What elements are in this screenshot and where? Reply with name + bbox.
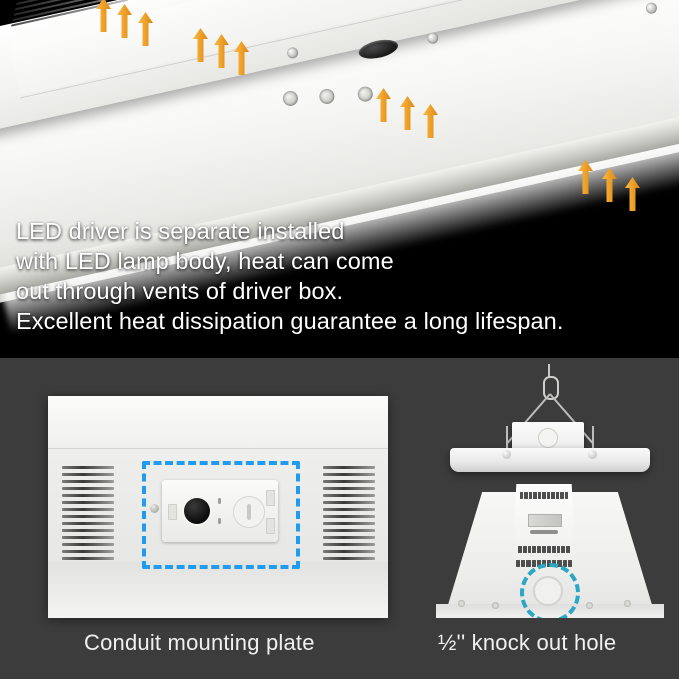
- housing-screw-1: [286, 46, 300, 60]
- heat-arrow-6: [234, 41, 249, 75]
- fixture-side-view: [450, 448, 650, 472]
- driver-barcode: [530, 530, 558, 534]
- plate-keyhole-slot: [233, 496, 265, 528]
- carabiner-hook-icon: [543, 376, 559, 400]
- cable-anchor-right: [588, 450, 597, 459]
- conduit-plate-photo: [48, 396, 388, 618]
- plate-surface-lower: [48, 561, 388, 618]
- description-text: LED driver is separate installed with LE…: [16, 216, 576, 336]
- heat-arrow-7: [376, 88, 391, 122]
- heat-arrow-11: [602, 168, 617, 202]
- plate-vent-dot-2: [218, 518, 221, 524]
- hanging-cable-drop-left: [506, 426, 508, 454]
- heat-arrow-2: [117, 4, 132, 38]
- heat-arrow-9: [423, 104, 438, 138]
- knockout-hole-photo: [418, 364, 679, 618]
- vent-slots-left: [62, 466, 114, 560]
- fixture-pin-right: [624, 600, 631, 607]
- heat-arrow-5: [214, 34, 229, 68]
- plate-tab-left: [168, 504, 177, 520]
- driver-box-side-view: [512, 422, 584, 452]
- description-line-1: LED driver is separate installed: [16, 218, 345, 244]
- cable-anchor-left: [502, 450, 511, 459]
- heat-arrow-3: [138, 12, 153, 46]
- fixture-pin-left: [458, 600, 465, 607]
- driver-label: [528, 514, 562, 527]
- heat-arrow-8: [400, 96, 415, 130]
- plate-screw: [150, 504, 159, 513]
- fixture-pin-right-2: [586, 602, 593, 609]
- description-line-3: out through vents of driver box.: [16, 278, 344, 304]
- heat-arrow-12: [625, 177, 640, 211]
- plate-vent-dot-1: [218, 498, 221, 504]
- conduit-knockout-hole: [184, 498, 210, 524]
- side-view-knockout-ring: [538, 428, 558, 448]
- fixture-pin-left-2: [492, 602, 499, 609]
- description-line-4: Excellent heat dissipation guarantee a l…: [16, 308, 564, 334]
- hanging-cable-drop-right: [592, 426, 594, 454]
- bottom-panel: [0, 358, 679, 679]
- plate-tab-bottom-right: [266, 518, 275, 534]
- top-panel: LED driver is separate installed with LE…: [0, 0, 679, 336]
- knockout-highlight-circle: [520, 563, 580, 618]
- heat-arrow-10: [578, 160, 593, 194]
- driver-vents-top: [520, 492, 568, 499]
- ceiling-wire: [548, 364, 550, 378]
- conduit-plate-highlight-box: [142, 461, 300, 569]
- heat-arrow-1: [96, 0, 111, 32]
- plate-surface-upper: [48, 396, 388, 448]
- plate-tab-top-right: [266, 490, 275, 506]
- caption-knockout-hole: ½'' knock out hole: [438, 630, 617, 655]
- heat-arrow-4: [193, 28, 208, 62]
- conduit-mounting-plate: [150, 480, 278, 542]
- fixture-photo: [0, 0, 679, 335]
- description-line-2: with LED lamp body, heat can come: [16, 248, 394, 274]
- vent-slots-right: [323, 466, 375, 560]
- driver-vents-mid: [518, 546, 570, 553]
- caption-conduit-plate: Conduit mounting plate: [84, 630, 315, 655]
